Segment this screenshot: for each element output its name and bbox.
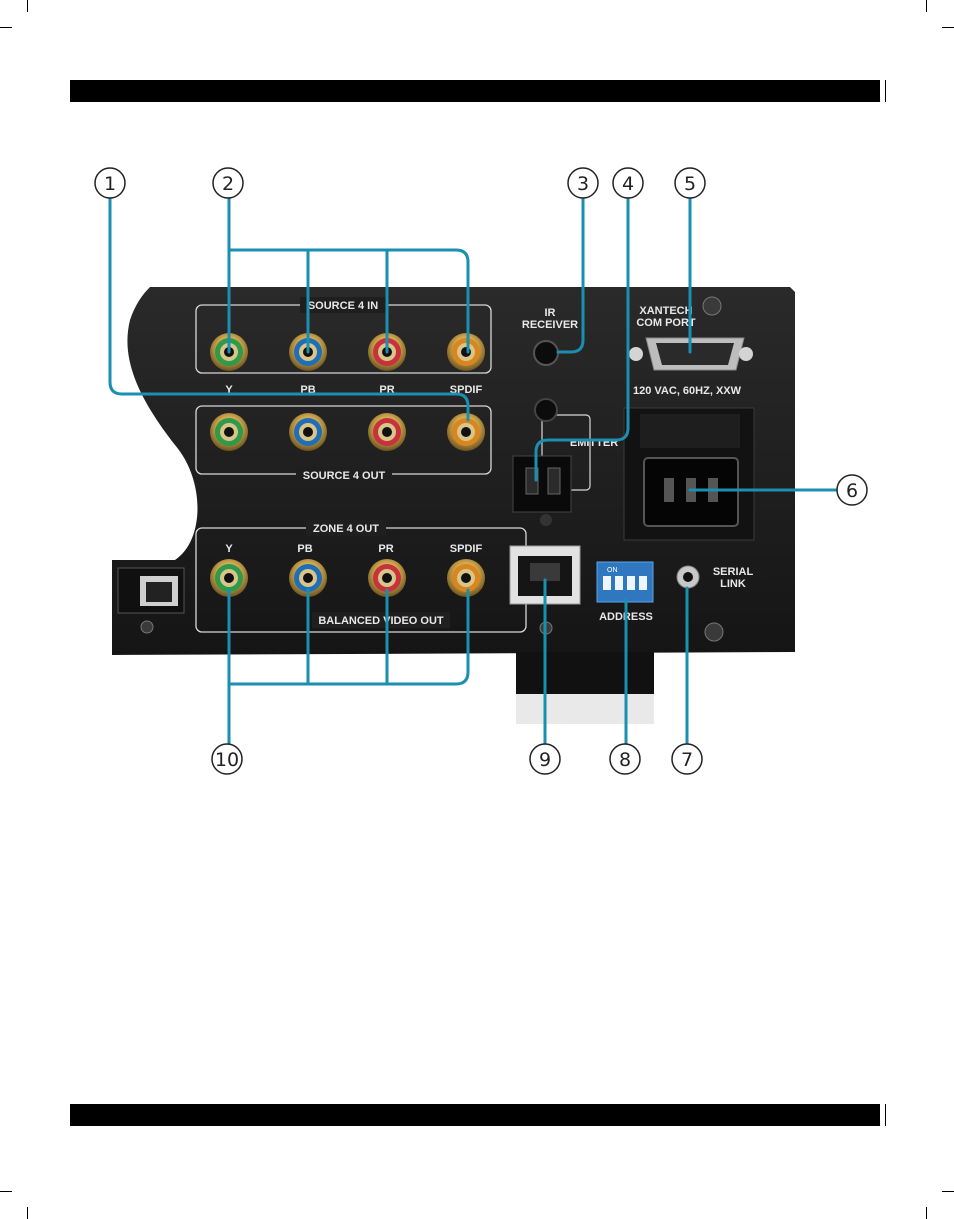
source-out-label: SOURCE 4 OUT xyxy=(303,470,386,482)
svg-text:9: 9 xyxy=(539,749,551,771)
svg-text:7: 7 xyxy=(681,749,693,771)
power-rating-label: 120 VAC, 60HZ, XXW xyxy=(633,385,742,397)
ir-receiver-line1: IR xyxy=(545,307,556,319)
callout-3: 3 xyxy=(568,168,598,198)
zone-out-label: ZONE 4 OUT xyxy=(313,523,379,535)
com-port-line1: XANTECH xyxy=(639,305,692,317)
callout-1: 1 xyxy=(95,168,125,198)
serial-line1: SERIAL xyxy=(713,566,754,578)
callout-5: 5 xyxy=(675,168,705,198)
zone-label-spdif: SPDIF xyxy=(450,543,483,555)
svg-text:2: 2 xyxy=(222,173,234,195)
screw xyxy=(141,621,153,633)
screw xyxy=(705,623,723,641)
callout-6: 6 xyxy=(837,475,867,505)
zone-out-spdif-jack[interactable] xyxy=(447,559,485,597)
balanced-label: BALANCED VIDEO OUT xyxy=(318,615,444,627)
zone-label-pb: PB xyxy=(297,543,312,555)
serial-line2: LINK xyxy=(720,578,746,590)
ir-receiver-jack[interactable] xyxy=(534,341,558,365)
svg-text:3: 3 xyxy=(577,173,589,195)
callout-2: 2 xyxy=(213,168,243,198)
source-out-y-jack[interactable] xyxy=(210,413,248,451)
callout-8: 8 xyxy=(610,744,640,774)
source-in-spdif-jack[interactable] xyxy=(447,333,485,371)
source-out-pb-jack[interactable] xyxy=(289,413,327,451)
svg-text:6: 6 xyxy=(846,480,858,502)
com-port-line2: COM PORT xyxy=(636,317,696,329)
callout-10: 10 xyxy=(212,744,242,774)
svg-text:8: 8 xyxy=(619,749,631,771)
callout-4: 4 xyxy=(613,168,643,198)
source-in-label: SOURCE 4 IN xyxy=(308,300,378,312)
stand xyxy=(516,652,654,694)
emitter-jack[interactable] xyxy=(535,399,557,421)
source-out-spdif-jack[interactable] xyxy=(447,413,485,451)
svg-text:10: 10 xyxy=(215,749,239,771)
svg-text:4: 4 xyxy=(622,173,634,195)
zone-label-y: Y xyxy=(225,543,233,555)
dip-on-label: ON xyxy=(607,567,618,574)
source-out-pr-jack[interactable] xyxy=(368,413,406,451)
zone-label-pr: PR xyxy=(378,543,393,555)
callout-9: 9 xyxy=(530,744,560,774)
svg-text:5: 5 xyxy=(684,173,696,195)
emitter-terminal[interactable] xyxy=(513,456,571,512)
ir-receiver-line2: RECEIVER xyxy=(522,319,578,331)
callout-7: 7 xyxy=(672,744,702,774)
svg-text:1: 1 xyxy=(104,173,116,195)
